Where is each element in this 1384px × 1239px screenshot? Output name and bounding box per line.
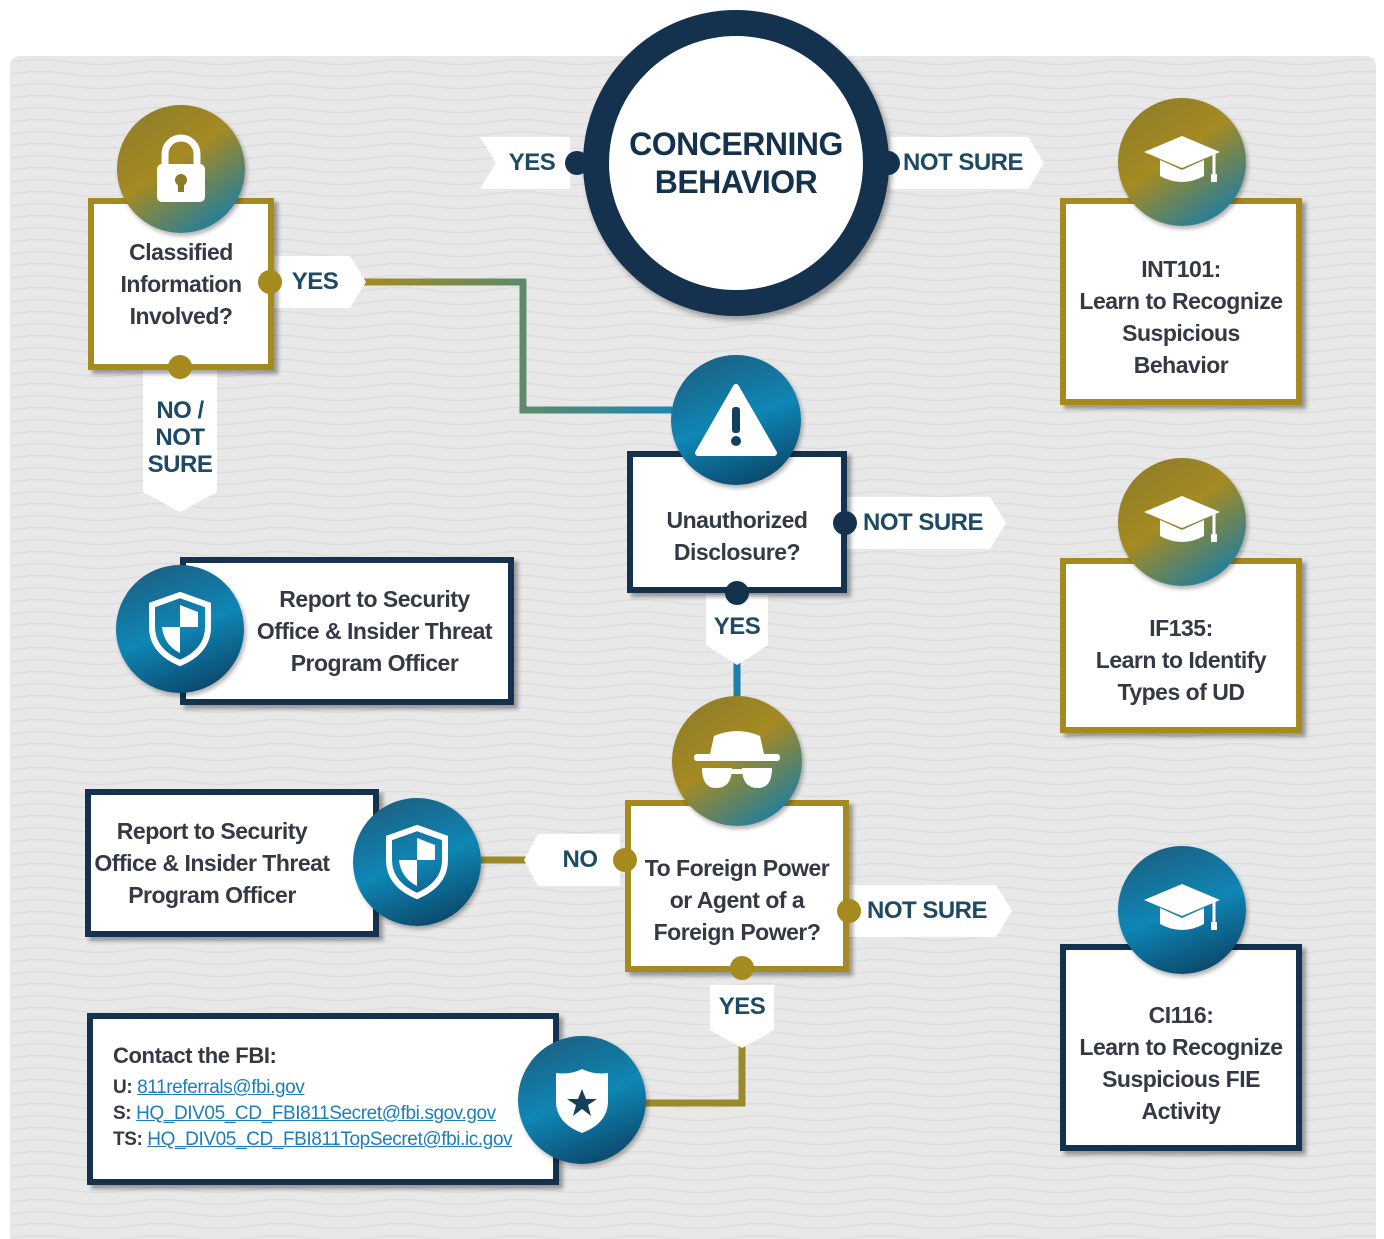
spy-circle <box>672 696 802 826</box>
contact-ts-line: TS: HQ_DIV05_CD_FBI811TopSecret@fbi.ic.g… <box>113 1127 553 1153</box>
connector-dot <box>565 151 589 175</box>
connector-line <box>640 1045 746 1107</box>
contact-u-line: U: 811referrals@fbi.gov <box>113 1075 553 1101</box>
report1-circle <box>116 565 244 693</box>
warning-circle <box>671 355 801 485</box>
not-sure-foreign-label: NOT SURE <box>866 897 988 924</box>
int101-box: INT101: Learn to Recognize Suspicious Be… <box>1060 198 1302 405</box>
warning-icon <box>695 384 777 456</box>
ci116-box: CI116: Learn to Recognize Suspicious FIE… <box>1060 944 1302 1151</box>
classified-text: Classified Information Involved? <box>120 239 243 329</box>
not-sure-top-label: NOT SURE <box>902 149 1024 176</box>
contact-s-line: S: HQ_DIV05_CD_FBI811Secret@fbi.sgov.gov <box>113 1101 553 1127</box>
int101-text: INT101: Learn to Recognize Suspicious Be… <box>1079 255 1283 378</box>
contact-s-email-link[interactable]: HQ_DIV05_CD_FBI811Secret@fbi.sgov.gov <box>136 1103 496 1124</box>
yes-foreign-label: YES <box>718 993 766 1020</box>
badge-star-icon <box>556 1069 608 1133</box>
if135-box: IF135: Learn to Identify Types of UD <box>1060 558 1302 733</box>
contact-s-label: S: <box>113 1103 132 1124</box>
connector-dot <box>168 355 192 379</box>
connector-line <box>362 278 672 414</box>
concerning-behavior-circle: CONCERNING BEHAVIOR <box>583 10 889 316</box>
report2-text: Report to Security Office & Insider Thre… <box>94 818 330 908</box>
contact-ts-label: TS: <box>113 1129 143 1150</box>
report2-circle <box>353 798 481 926</box>
report1-text: Report to Security Office & Insider Thre… <box>256 586 493 676</box>
connector-dot <box>258 270 282 294</box>
center-title: CONCERNING BEHAVIOR <box>629 126 843 200</box>
no-foreign-label: NO <box>562 846 599 873</box>
not-sure-ud-tag-shape <box>843 497 1006 549</box>
graduation-cap-icon <box>1144 136 1220 182</box>
int101-circle <box>1118 98 1246 226</box>
contact-fbi-box: Contact the FBI: U: 811referrals@fbi.gov… <box>87 1013 559 1185</box>
yes-foreign-tag-shape <box>710 985 774 1048</box>
yes-top-tag-shape <box>480 137 570 189</box>
shield-icon <box>149 591 211 667</box>
connector-dot <box>730 956 754 980</box>
lock-icon <box>157 134 205 202</box>
yes-ud-label: YES <box>713 613 761 640</box>
foreign-text: To Foreign Power or Agent of a Foreign P… <box>644 855 830 945</box>
yes-classified-label: YES <box>291 268 339 295</box>
connector-dot <box>837 899 861 923</box>
if135-circle <box>1118 458 1246 586</box>
contact-heading: Contact the FBI: <box>113 1043 277 1068</box>
connector-dot <box>613 848 637 872</box>
not-sure-foreign-tag-shape <box>848 885 1012 937</box>
lock-circle <box>117 105 245 233</box>
contact-ts-email-link[interactable]: HQ_DIV05_CD_FBI811TopSecret@fbi.ic.gov <box>147 1129 513 1150</box>
not-sure-top-tag-shape <box>890 137 1044 189</box>
connector-dot <box>833 511 857 535</box>
no-foreign-tag-shape <box>524 834 620 886</box>
contact-u-email-link[interactable]: 811referrals@fbi.gov <box>137 1077 305 1098</box>
no-not-sure-label: NO / NOT SURE <box>147 396 213 478</box>
connector-dot <box>876 151 900 175</box>
not-sure-ud-label: NOT SURE <box>862 509 984 536</box>
no-not-sure-tag-shape <box>143 370 217 512</box>
yes-top-label: YES <box>508 149 556 176</box>
graduation-cap-icon <box>1144 496 1220 542</box>
shield-icon <box>386 824 448 900</box>
graduation-cap-icon <box>1144 884 1220 930</box>
fbi-badge-circle <box>518 1036 646 1164</box>
contact-u-label: U: <box>113 1077 133 1098</box>
spy-icon <box>694 731 780 788</box>
if135-text: IF135: Learn to Identify Types of UD <box>1095 614 1267 705</box>
ci116-circle <box>1118 846 1246 974</box>
report2-box: Report to Security Office & Insider Thre… <box>85 789 379 937</box>
connector-dot <box>725 581 749 605</box>
yes-classified-tag-shape <box>265 256 366 308</box>
yes-ud-tag-shape <box>706 595 768 665</box>
unauthorized-text: Unauthorized Disclosure? <box>666 507 808 565</box>
ci116-text: CI116: Learn to Recognize Suspicious FIE… <box>1079 1001 1283 1124</box>
